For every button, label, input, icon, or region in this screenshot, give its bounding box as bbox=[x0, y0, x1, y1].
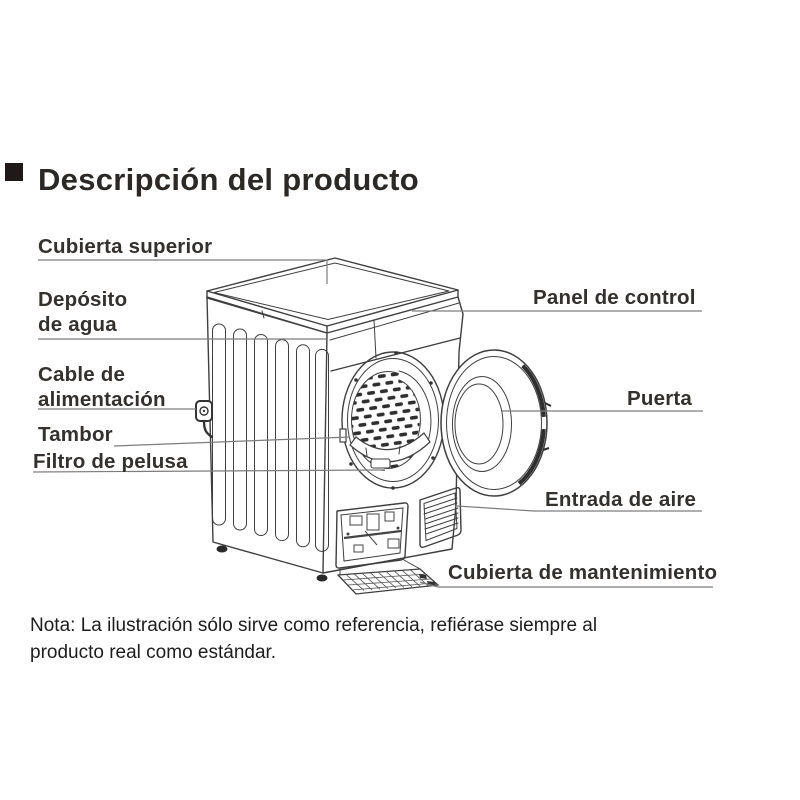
page-title: Descripción del producto bbox=[38, 162, 419, 197]
label-cubierta-superior: Cubierta superior bbox=[38, 235, 213, 258]
note-line-2: producto real como estándar. bbox=[30, 642, 277, 663]
label-puerta: Puerta bbox=[627, 387, 693, 410]
section-bullet-square bbox=[5, 163, 23, 181]
leader-lines bbox=[32, 259, 713, 588]
door bbox=[440, 349, 552, 497]
label-entrada-de-aire: Entrada de aire bbox=[545, 488, 697, 511]
label-cubierta-de-mantenimiento: Cubierta de mantenimiento bbox=[448, 561, 718, 584]
label-panel-de-control: Panel de control bbox=[533, 286, 696, 309]
maintenance-compartment bbox=[335, 502, 409, 569]
label-deposito-de-agua: Depósito de agua bbox=[38, 288, 128, 336]
label-tambor: Tambor bbox=[38, 423, 113, 446]
note-line-1: Nota: La ilustración sólo sirve como ref… bbox=[30, 615, 598, 636]
drum bbox=[339, 351, 445, 490]
maintenance-cover-flap bbox=[336, 559, 440, 595]
label-filtro-de-pelusa: Filtro de pelusa bbox=[33, 450, 188, 473]
label-cable-de-alimentacion: Cable de alimentación bbox=[38, 363, 166, 411]
power-plug bbox=[195, 400, 214, 439]
top-cover bbox=[206, 257, 459, 334]
lint-filter bbox=[349, 432, 431, 469]
air-inlet-grille bbox=[419, 486, 462, 549]
feet bbox=[216, 545, 328, 582]
